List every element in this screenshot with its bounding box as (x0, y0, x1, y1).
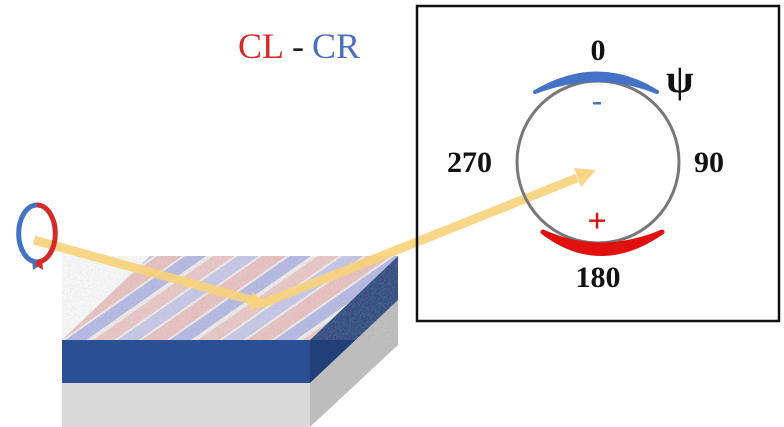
plus-lobe (540, 229, 665, 256)
polarization-blue-arc (16, 202, 38, 265)
detector-frame (415, 4, 781, 323)
substrate-front (62, 383, 310, 427)
incident-beam (32, 235, 264, 308)
psi-symbol: ψ (666, 56, 694, 101)
circular-polarization-icon (16, 202, 58, 270)
title-cr: CR (312, 26, 360, 66)
substrate-side (310, 300, 398, 427)
minus-lobe (533, 71, 659, 94)
detector-panel: 0 90 180 270 ψ - + (415, 4, 781, 323)
dial-label-right: 90 (694, 146, 724, 179)
dial-label-bottom: 180 (576, 261, 621, 294)
title-sep: - (292, 26, 304, 66)
minus-sign: - (592, 84, 602, 117)
incident-arrowhead (249, 292, 270, 310)
reflected-arrowhead (574, 168, 596, 187)
polarization-red-arrow (34, 258, 43, 270)
plus-sign: + (587, 203, 606, 240)
layer-side (310, 256, 398, 383)
polarization-red-arc (36, 202, 58, 265)
dial-label-left: 270 (447, 146, 492, 179)
contrast-title: CL-CR (238, 26, 360, 66)
layer-front (62, 340, 310, 383)
title-cl: CL (238, 26, 284, 66)
sample-block (62, 256, 398, 427)
dial-label-top: 0 (591, 34, 606, 67)
reflected-beam (262, 173, 579, 308)
